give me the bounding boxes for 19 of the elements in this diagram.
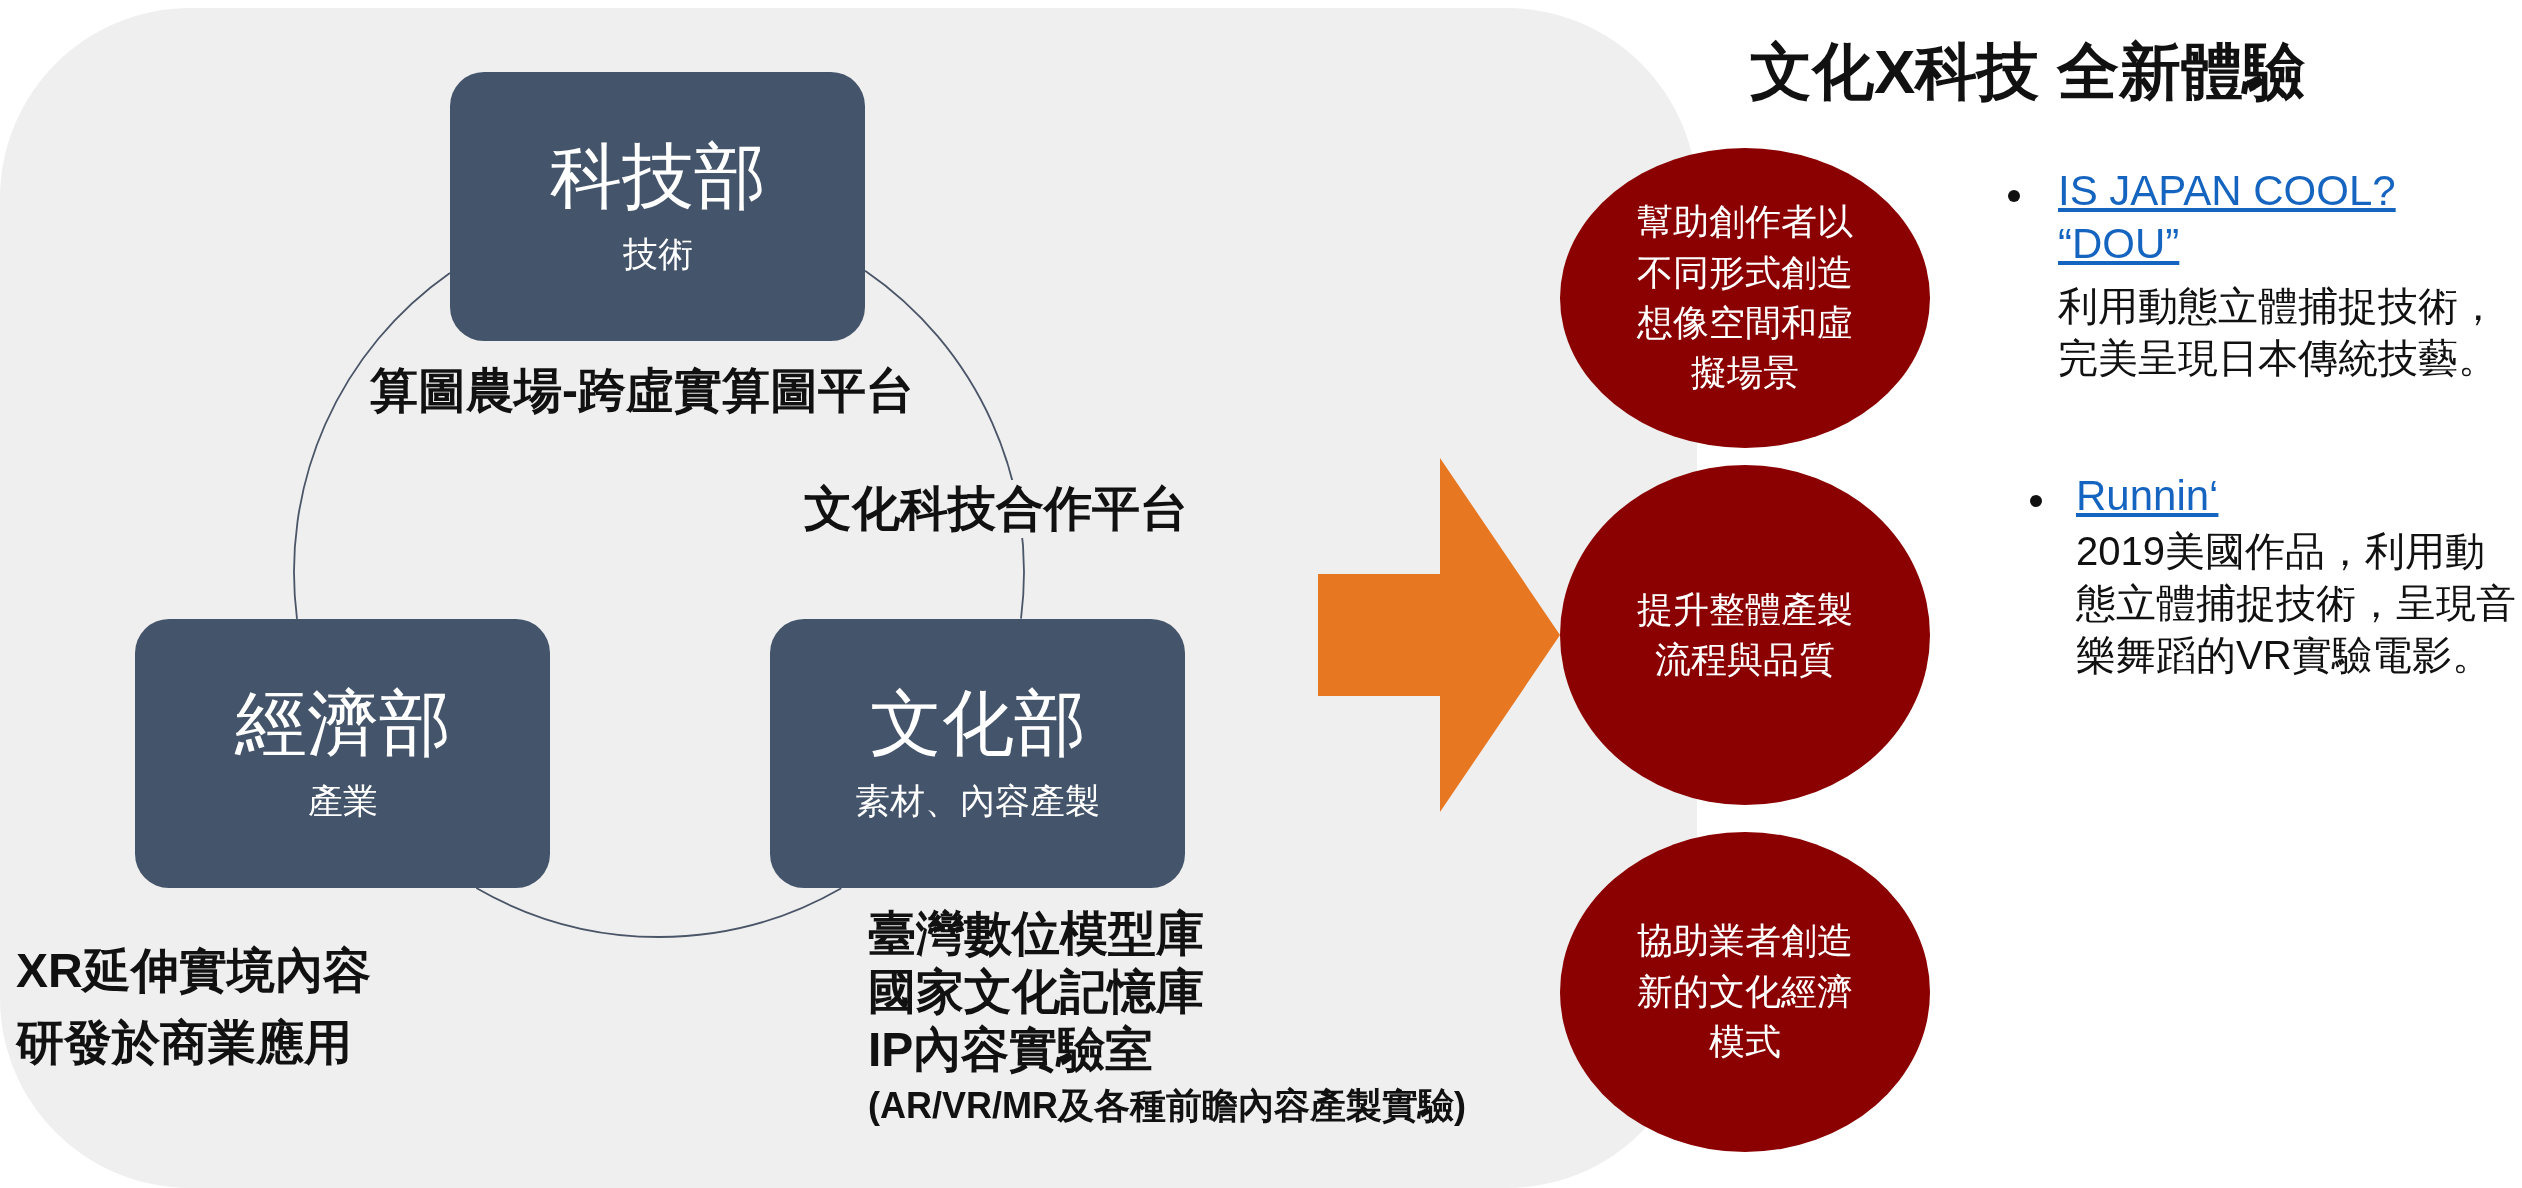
department-box: 經濟部 產業 — [135, 619, 550, 888]
ellipse-node: 協助業者創造新的文化經濟模式 — [1560, 832, 1930, 1152]
platform-label: 算圖農場-跨虛實算圖平台 — [370, 363, 914, 419]
note-text: 臺灣數位模型庫 — [868, 906, 1204, 962]
title: 文化X科技 全新體驗 — [1750, 36, 2305, 108]
connector-arc — [293, 272, 451, 620]
note-text: XR延伸實境內容研發於商業應用 — [16, 943, 372, 1071]
link: IS JAPAN COOL? “DOU” — [2058, 166, 2397, 269]
department-box: 文化部 素材、內容產製 — [770, 619, 1185, 888]
description-text: 2019美國作品，利用動態立體捕捉技術，呈現音樂舞蹈的VR實驗電影。 — [2076, 528, 2516, 679]
department-box: 科技部 技術 — [450, 72, 865, 341]
note-text: (AR/VR/MR及各種前瞻內容產製實驗) — [868, 1084, 1466, 1128]
ellipse-node: 幫助創作者以不同形式創造想像空間和虛擬場景 — [1560, 148, 1930, 448]
note-text: IP內容實驗室 — [868, 1022, 1154, 1078]
link: Runnin‘ — [2076, 471, 2220, 521]
description-text: 利用動態立體捕捉技術，完美呈現日本傳統技藝。 — [2058, 283, 2499, 382]
block-arrow — [1318, 458, 1560, 812]
note-text: 國家文化記憶庫 — [868, 964, 1204, 1020]
connector-arc — [475, 887, 843, 938]
